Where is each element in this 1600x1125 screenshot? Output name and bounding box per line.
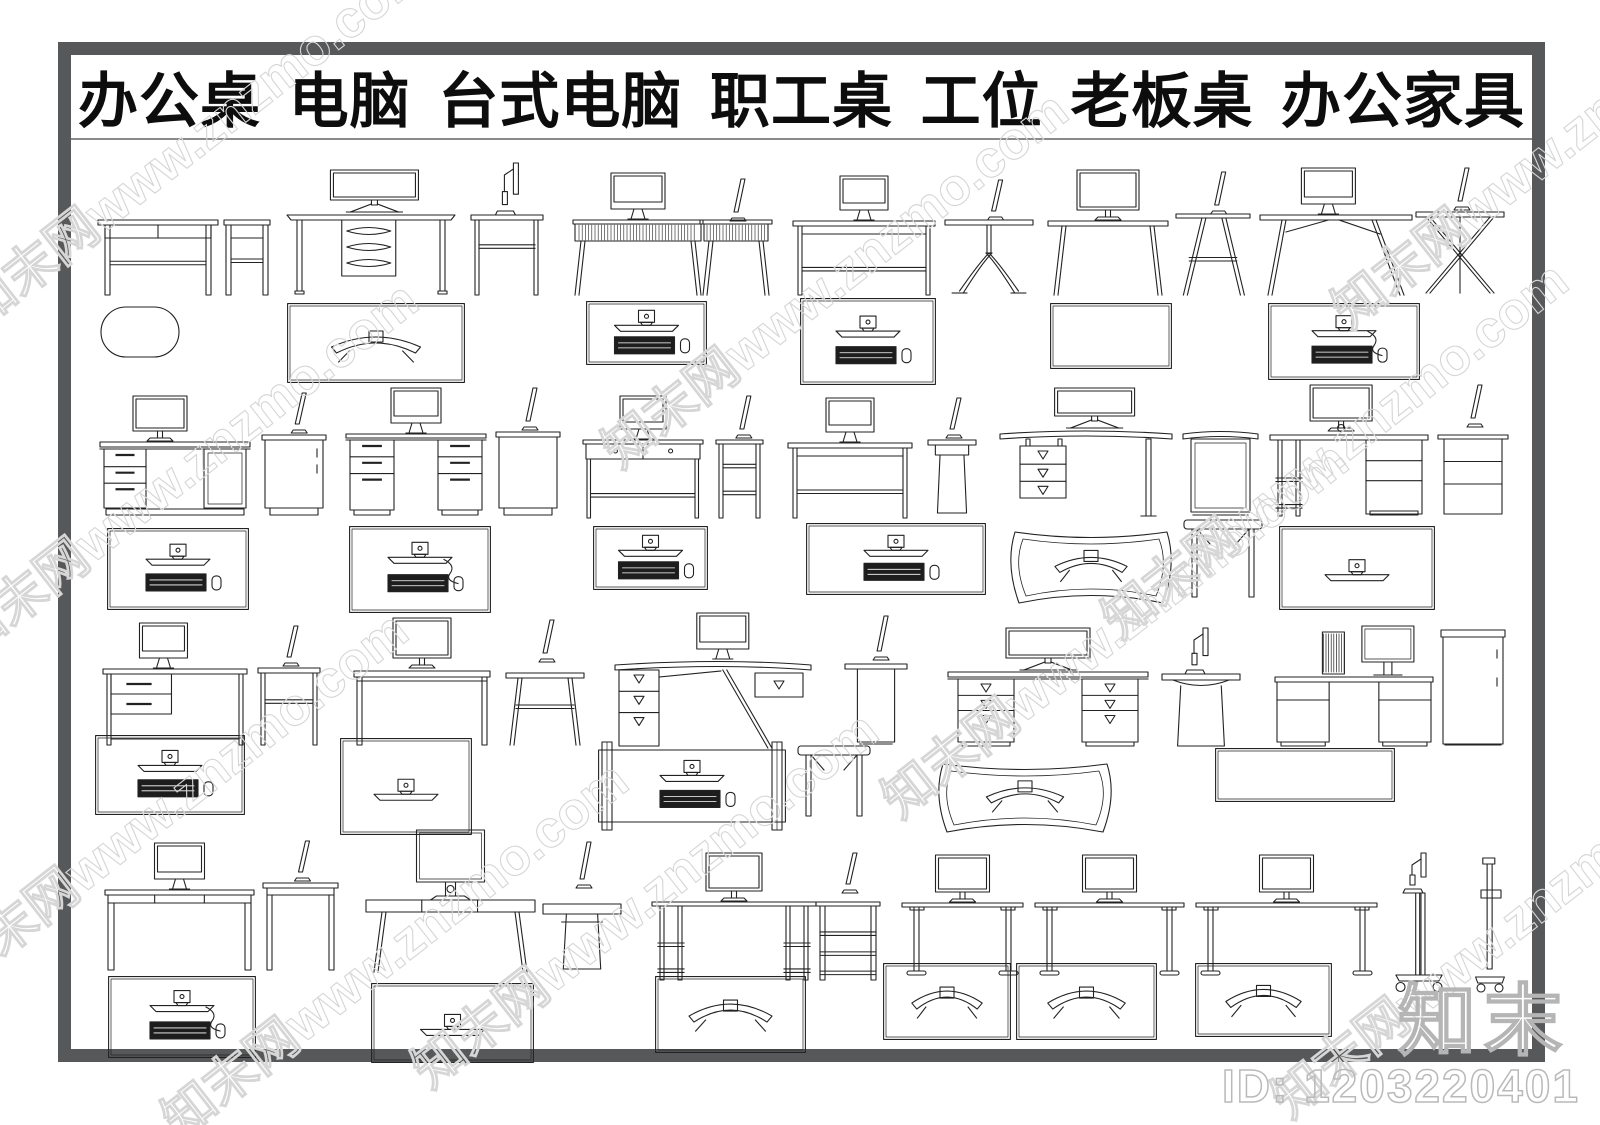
sheet-title: 办公桌 电脑 台式电脑 职工桌 工位 老板桌 办公家具 <box>71 55 1532 140</box>
sheet-id: ID: 1203220401 <box>1222 1060 1580 1112</box>
sheet-frame: 办公桌 电脑 台式电脑 职工桌 工位 老板桌 办公家具 <box>58 42 1545 1062</box>
